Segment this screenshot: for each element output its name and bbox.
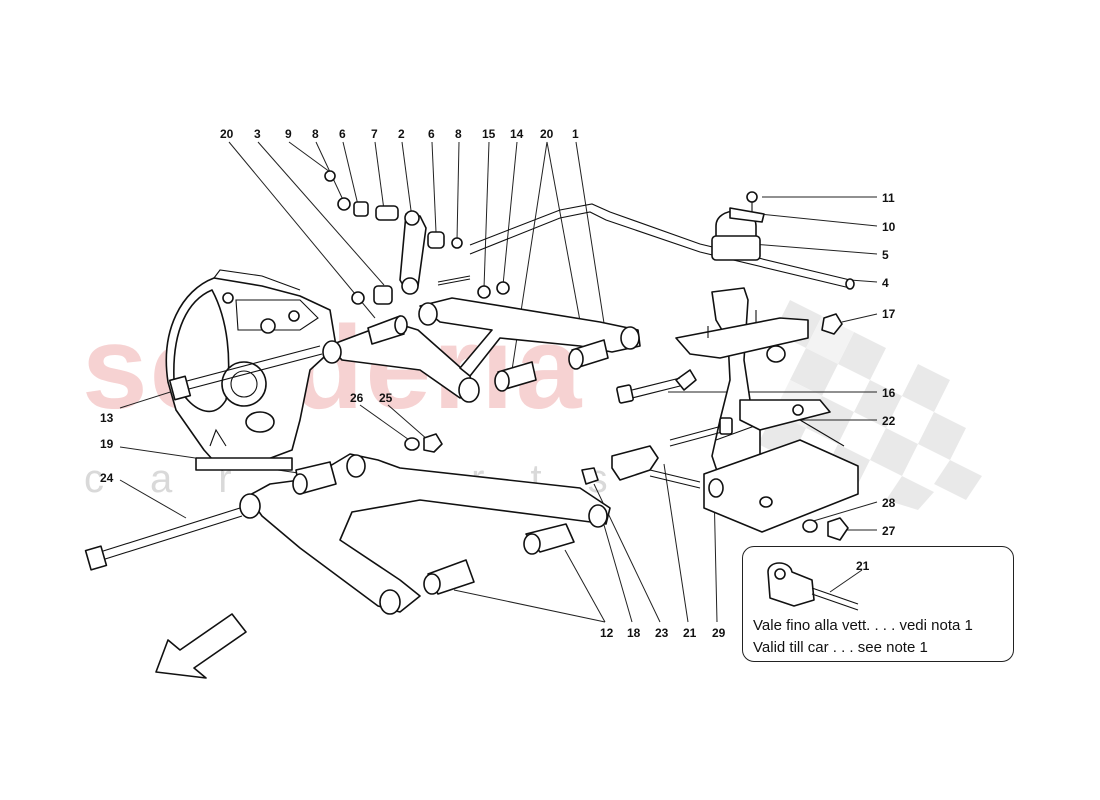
callout-16: 16 — [882, 386, 896, 400]
long-bolt-13 — [168, 345, 323, 401]
callout-6a: 6 — [339, 127, 346, 141]
anti-roll-bar — [469, 191, 855, 290]
callout-28: 28 — [882, 496, 896, 510]
callout-8a: 8 — [312, 127, 319, 141]
callout-1: 1 — [572, 127, 579, 141]
upper-wishbone — [322, 297, 641, 403]
callout-19: 19 — [100, 437, 114, 451]
callout-18: 18 — [627, 626, 641, 640]
callout-13: 13 — [100, 411, 114, 425]
callout-15: 15 — [482, 127, 496, 141]
callout-22: 22 — [882, 414, 896, 428]
callout-24: 24 — [100, 471, 114, 485]
callout-20a: 20 — [220, 127, 234, 141]
note-part-number: 21 — [856, 559, 870, 573]
callout-9: 9 — [285, 127, 292, 141]
note-inset-part — [767, 562, 863, 611]
callout-5: 5 — [882, 248, 889, 262]
callout-10: 10 — [882, 220, 896, 234]
lower-wishbone — [239, 433, 611, 615]
callout-26: 26 — [350, 391, 364, 405]
callout-21: 21 — [683, 626, 697, 640]
callout-4: 4 — [882, 276, 889, 290]
callout-12: 12 — [600, 626, 614, 640]
callout-8b: 8 — [455, 127, 462, 141]
callout-25: 25 — [379, 391, 393, 405]
note-line-english: Valid till car . . . see note 1 — [753, 639, 928, 656]
callout-6b: 6 — [428, 127, 435, 141]
hub-carrier — [675, 287, 859, 533]
front-direction-arrow — [155, 613, 247, 679]
note-line-italian: Vale fino alla vett. . . . vedi nota 1 — [753, 617, 973, 634]
stabiliser-link-parts — [324, 170, 510, 305]
callout-20b: 20 — [540, 127, 554, 141]
callout-3: 3 — [254, 127, 261, 141]
callout-11: 11 — [882, 191, 895, 205]
right-fasteners — [581, 313, 849, 541]
long-bolt-24 — [84, 507, 243, 571]
callout-29: 29 — [712, 626, 726, 640]
callout-17: 17 — [882, 307, 896, 321]
note-box: 21 Vale fino alla vett. . . . vedi nota … — [742, 546, 1014, 662]
callout-2: 2 — [398, 127, 405, 141]
callout-numbers: 20 3 9 8 6 7 2 6 8 15 14 20 1 11 10 5 4 … — [100, 127, 896, 640]
callout-7: 7 — [371, 127, 378, 141]
callout-14: 14 — [510, 127, 524, 141]
callout-27: 27 — [882, 524, 896, 538]
checkered-flag-watermark — [758, 300, 982, 510]
gearbox-housing — [165, 269, 337, 471]
callout-23: 23 — [655, 626, 669, 640]
